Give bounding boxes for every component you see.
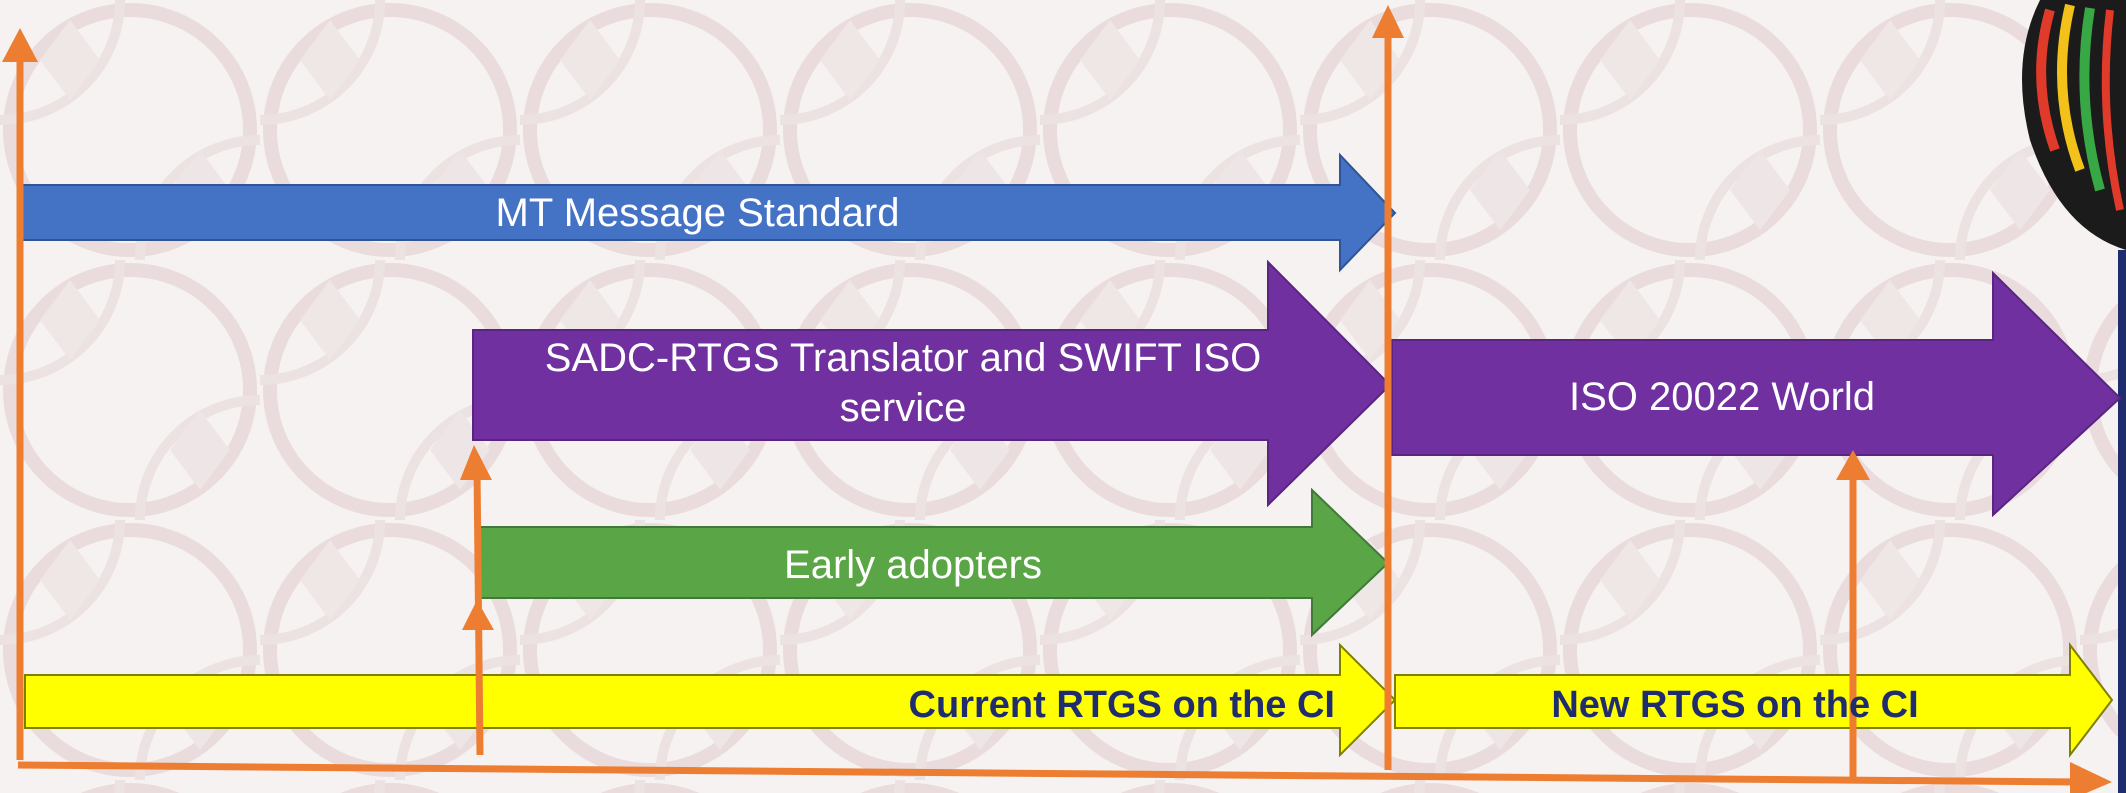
beadwork-decoration <box>2022 0 2126 793</box>
mt-standard-arrow <box>19 152 1397 273</box>
early-adopters-arrow <box>477 487 1390 638</box>
new-rtgs-label: New RTGS on the CI <box>1551 684 1919 726</box>
translator-label: SADC-RTGS Translator and SWIFT ISO servi… <box>544 336 1262 430</box>
mt-standard-label: MT Message Standard <box>495 191 900 235</box>
current-rtgs-label: Current RTGS on the CI <box>908 684 1335 726</box>
iso-world-label: ISO 20022 World <box>1568 375 1876 419</box>
timeline-axes <box>2 5 2112 793</box>
early-adopters-label: Early adopters <box>784 543 1042 587</box>
iso-world-arrow <box>1391 270 2122 518</box>
translator-arrow <box>472 259 1392 508</box>
new-rtgs-arrow <box>1394 642 2114 758</box>
current-rtgs-arrow <box>24 642 1397 758</box>
